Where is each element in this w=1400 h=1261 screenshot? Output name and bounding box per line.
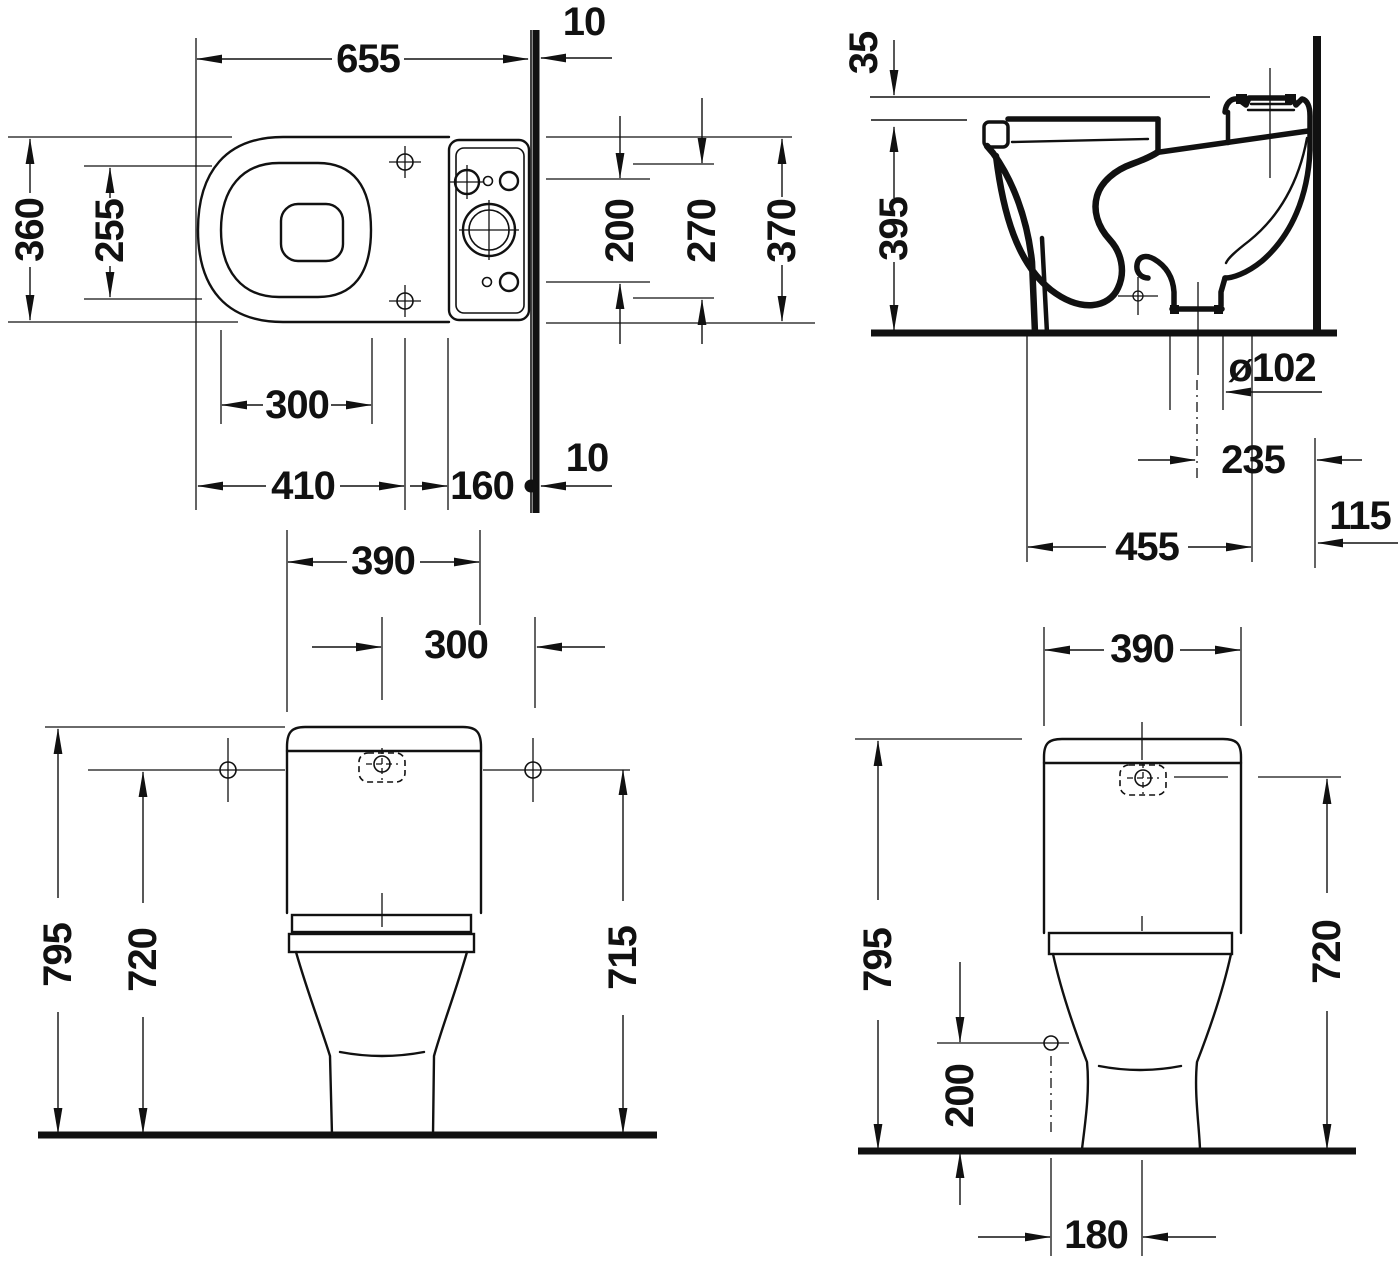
plan-cistern-outer: [447, 138, 531, 322]
dim-label: 795: [856, 927, 900, 991]
plan-view: 655 10 360 255 300 410 160: [8, 0, 815, 513]
side-section-view: 35 395 ø102 235 455 115: [842, 31, 1398, 569]
fixing-hole-left-icon: [219, 761, 237, 779]
front-tank: [285, 725, 483, 915]
cistern-shelf: [1157, 128, 1311, 155]
dim-rim-height: 395: [872, 126, 916, 331]
dim-cistern-inner-depth: 270: [680, 98, 724, 344]
front-toilet-outline: [285, 725, 483, 1137]
plan-cistern-inner: [455, 147, 525, 314]
fixing-hole-right-icon: [524, 761, 542, 779]
front-bowl-left: [294, 950, 334, 1137]
rear-bowl-right: [1194, 952, 1233, 1151]
seat-front-bumper: [982, 120, 1010, 149]
flush-button-crosshair-icon: [1127, 762, 1159, 794]
dim-label: 200: [598, 199, 642, 263]
dim-label: 10: [566, 436, 609, 480]
dim-label: 715: [601, 925, 645, 989]
dim-label: 270: [680, 199, 724, 263]
front-bowl-right: [431, 950, 469, 1137]
dim-label: 720: [121, 928, 165, 992]
dim-wall-margin: 115: [1317, 494, 1398, 548]
dim-tank-width-rear: 390: [1044, 627, 1241, 671]
front-view: 390 300 795 720 715: [36, 530, 657, 1139]
rear-tank: [1042, 737, 1243, 935]
dim-tank-width-front: 390: [287, 539, 480, 583]
plan-extension-lines: [8, 38, 815, 510]
dim-label: 455: [1115, 525, 1179, 569]
dim-label: ø102: [1228, 346, 1315, 390]
rear-toilet-outline: [1042, 722, 1243, 1151]
dim-hole-height-left: 720: [121, 771, 165, 1134]
dim-dot: [524, 479, 538, 493]
rear-extension-lines: [855, 627, 1341, 1256]
dim-total-height-front: 795: [36, 728, 80, 1134]
seat-hole-bottom-icon: [389, 285, 421, 317]
dim-label: 795: [36, 922, 80, 986]
plan-wall: [530, 30, 540, 513]
dim-label: 720: [1305, 920, 1349, 984]
dim-wall-offset-bottom: 10: [540, 436, 612, 491]
dim-label: 10: [563, 0, 606, 44]
dim-rim-inner-depth: 255: [88, 167, 132, 298]
bowl-front-outer: [983, 142, 1039, 337]
front-extension-lines: [45, 530, 630, 802]
dim-rim-inner-length: 300: [221, 383, 372, 427]
dim-overall-width: 655: [196, 37, 529, 81]
dim-label: 360: [8, 198, 52, 262]
dim-outlet-to-wall: 235: [1138, 438, 1362, 482]
dim-side-hole-height: 200: [938, 962, 982, 1205]
seat-hole-top-icon: [389, 146, 421, 178]
side-toilet-outline: [982, 68, 1313, 375]
side-extension-lines: [1026, 336, 1316, 568]
dim-label: 390: [1110, 627, 1174, 671]
front-base-band: [287, 932, 476, 954]
dim-label: 35: [842, 31, 886, 74]
dim-label: 300: [265, 383, 329, 427]
flush-button-crosshair-icon: [366, 748, 398, 780]
dim-front-to-outlet: 455: [1027, 525, 1252, 569]
trap-crosshair-icon: [1118, 277, 1158, 315]
back-inner-curve: [1224, 136, 1309, 265]
dim-seat-step: 35: [842, 31, 899, 96]
dim-front-to-cistern: 410: [197, 464, 405, 508]
dim-label: 115: [1329, 494, 1391, 538]
dim-outlet-diameter: ø102: [1225, 346, 1322, 397]
rear-base-band: [1047, 931, 1234, 956]
dim-label: 395: [872, 196, 916, 260]
flush-button-dashed: [358, 752, 406, 783]
plan-toilet-outline: [196, 135, 531, 324]
dim-label: 160: [450, 464, 514, 508]
rear-view: 390 795 720 200 180: [855, 627, 1356, 1257]
dim-fixing-rows-gap: 200: [598, 116, 642, 344]
dim-total-height-rear: 795: [856, 740, 900, 1150]
plan-rim: [219, 161, 373, 299]
plan-drain: [279, 202, 345, 263]
dim-center-to-hole: 300: [312, 623, 605, 667]
dim-cistern-depth: 160: [410, 464, 538, 508]
dim-wall-offset-top: 10: [540, 0, 612, 63]
bowl-interior: [992, 148, 1162, 309]
dim-label: 300: [424, 623, 488, 667]
dim-overall-depth: 360: [8, 138, 52, 321]
dim-hole-to-center: 180: [978, 1213, 1216, 1257]
rear-bowl-left: [1051, 952, 1090, 1151]
dim-label: 370: [760, 199, 804, 263]
dim-label: 255: [88, 198, 132, 262]
cistern-holes: [450, 165, 520, 293]
dim-label: 235: [1221, 438, 1285, 482]
dim-label: 180: [1064, 1213, 1128, 1257]
dim-label: 410: [271, 464, 335, 508]
dim-hole-height-right: 715: [601, 769, 645, 1134]
dim-cistern-outer-depth: 370: [760, 138, 804, 322]
dim-label: 655: [336, 37, 400, 81]
dim-hole-height-rear: 720: [1305, 778, 1349, 1150]
dim-label: 390: [351, 539, 415, 583]
dim-label: 200: [938, 1064, 982, 1128]
front-seat-band: [290, 913, 473, 934]
